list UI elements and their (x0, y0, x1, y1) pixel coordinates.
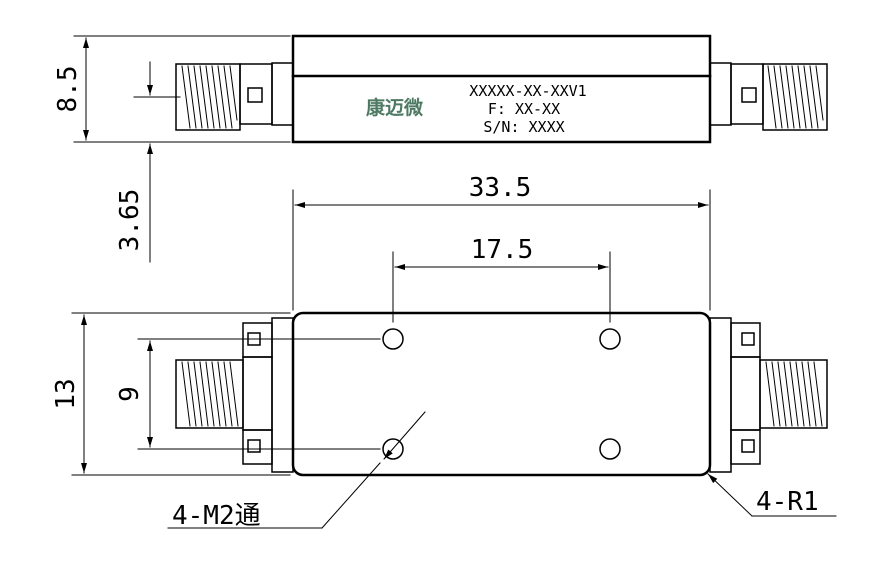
left-connector-side (175, 62, 294, 131)
right-connector-side (709, 62, 828, 131)
top-view: 33.5 17.5 (51, 173, 837, 531)
right-connector-top (709, 317, 828, 473)
dimension-body-length: 33.5 (292, 173, 711, 311)
dimension-height-side-label: 8.5 (53, 66, 83, 113)
dimension-connector-offset: 3.65 (115, 61, 181, 263)
top-view-body (291, 311, 712, 477)
mounting-hole (599, 438, 621, 460)
dimension-height-side: 8.5 (53, 35, 291, 143)
label-serial: S/N: XXXX (483, 118, 564, 136)
dimension-body-width-label: 13 (51, 378, 81, 409)
dimension-body-length-label: 33.5 (469, 173, 532, 203)
mounting-hole (382, 438, 404, 460)
dimension-body-width: 13 (51, 312, 291, 476)
callout-corner-radius: 4-R1 (707, 473, 837, 517)
side-view: 康迈微 XXXXX-XX-XXV1 F: XX-XX S/N: XXXX 8.5… (53, 34, 828, 263)
mounting-hole (599, 328, 621, 350)
dimension-hole-spacing-y-label: 9 (115, 386, 145, 402)
mounting-holes (382, 328, 621, 460)
dimension-hole-spacing-y: 9 (115, 338, 381, 450)
callout-holes: 4-M2通 (167, 411, 426, 531)
callout-corner-radius-label: 4-R1 (756, 487, 819, 517)
brand-logo: 康迈微 (366, 96, 424, 119)
label-model: XXXXX-XX-XXV1 (469, 82, 586, 100)
label-frequency: F: XX-XX (488, 100, 560, 118)
dimension-hole-spacing-x: 17.5 (392, 235, 611, 323)
callout-holes-label: 4-M2通 (172, 501, 261, 531)
dimension-hole-spacing-x-label: 17.5 (471, 235, 534, 265)
left-connector-top (175, 317, 294, 473)
mounting-hole (382, 328, 404, 350)
dimension-connector-offset-label: 3.65 (115, 189, 145, 252)
